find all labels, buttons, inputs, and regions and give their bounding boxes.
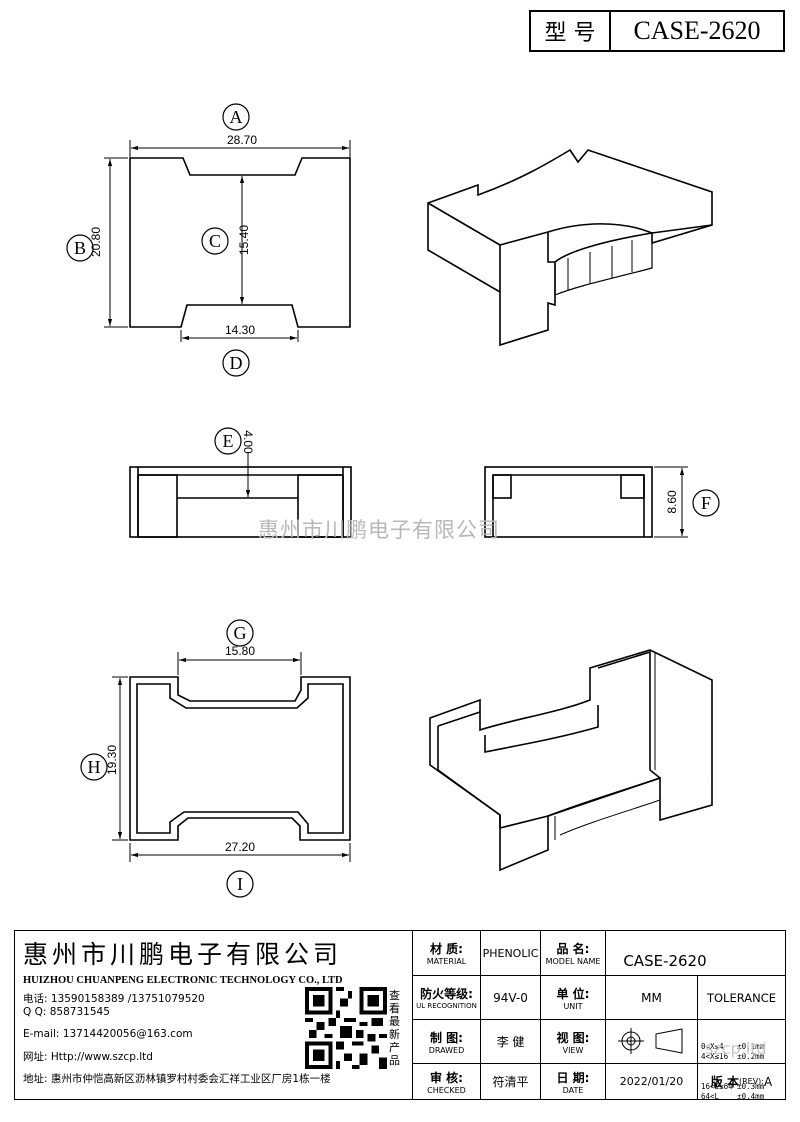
type-label: 型 号 <box>531 12 611 50</box>
date-label: 日 期: DATE <box>556 1070 590 1095</box>
model-label: 品 名: MODEL NAME <box>545 942 601 966</box>
label-d: D <box>230 353 243 373</box>
label-h: H <box>88 757 101 777</box>
qr-caption: 查看最 新产品 <box>389 989 400 1067</box>
ul-value: 94V-0 <box>493 990 528 1005</box>
label-a: A <box>230 107 243 127</box>
site-watermark: szcp.ltd <box>705 1039 767 1058</box>
checked-value: 符清平 <box>492 1075 529 1089</box>
view-label: 视 图: VIEW <box>556 1030 590 1055</box>
dim-bottom-height: 19.30 <box>105 745 119 775</box>
watermark: 惠州市川鹏电子有限公司 <box>258 518 500 542</box>
material-value: PHENOLIC <box>482 946 539 960</box>
label-c: C <box>209 231 221 251</box>
dim-slot-width: 14.30 <box>225 323 255 337</box>
company-name-cn: 惠州市川鹏电子有限公司 <box>23 940 343 969</box>
bottom-view <box>129 676 351 841</box>
material-label: 材 质: MATERIAL <box>426 942 467 966</box>
label-e: E <box>223 431 234 451</box>
unit-label: 单 位: UNIT <box>556 986 590 1011</box>
iso-view-bottom <box>429 649 713 872</box>
label-g: G <box>234 623 247 643</box>
dim-bottom-width: 27.20 <box>225 840 255 854</box>
top-view-outline <box>129 157 351 328</box>
model-value: CASE-2620 <box>623 952 707 970</box>
drawn-label: 制 图: DRAWED <box>428 1030 465 1055</box>
company-address: 地址: 惠州市仲恺高新区沥林镇罗村村委会汇祥工业区厂房1栋一楼 <box>23 1073 331 1085</box>
front-view-e <box>129 466 352 538</box>
side-view-f <box>484 466 653 538</box>
model-code: CASE-2620 <box>633 16 761 45</box>
ul-label: 防火等级: UL RECOGNITION <box>416 987 477 1010</box>
label-b: B <box>74 238 86 258</box>
label-f: F <box>701 493 711 513</box>
company-name-en: HUIZHOU CHUANPENG ELECTRONIC TECHNOLOGY … <box>23 975 343 986</box>
company-email: E-mail: 13714420056@163.com <box>23 1028 193 1040</box>
revision: 版 本(REV):A <box>710 1074 773 1090</box>
dim-total-height: 8.60 <box>665 490 679 514</box>
title-block: 惠州市川鹏电子有限公司 HUIZHOU CHUANPENG ELECTRONIC… <box>14 930 786 1101</box>
company-phone: 电话: 13590158389 /13751079520 <box>23 993 205 1005</box>
company-qq: Q Q: 858731545 <box>23 1006 110 1018</box>
dim-wall-height: 4.00 <box>241 430 255 454</box>
header-box: 型 号 CASE-2620 <box>529 10 785 52</box>
qr-code-icon[interactable] <box>305 987 387 1069</box>
dim-top-width: 28.70 <box>227 133 257 147</box>
label-i: I <box>237 874 243 894</box>
dim-inner-height: 15.40 <box>237 225 251 255</box>
date-value: 2022/01/20 <box>619 1075 684 1088</box>
unit-value: MM <box>641 990 662 1005</box>
iso-view-top <box>427 148 713 347</box>
label-circles <box>66 103 720 898</box>
dim-top-height: 20.80 <box>89 227 103 257</box>
tolerance-label: TOLERANCE <box>706 990 777 1005</box>
projection-symbol-icon <box>618 1028 683 1054</box>
company-web: 网址: Http://www.szcp.ltd <box>23 1051 153 1063</box>
drawn-value: 李 健 <box>496 1035 525 1049</box>
dim-bottom-slot: 15.80 <box>225 644 255 658</box>
checked-label: 审 核: CHECKED <box>427 1070 466 1095</box>
